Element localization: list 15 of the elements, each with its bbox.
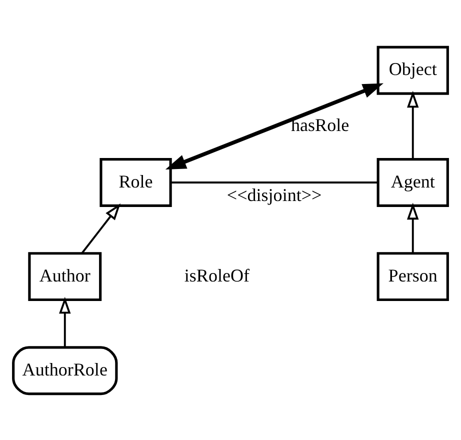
node-box: Author	[28, 252, 102, 301]
node-box: Object	[376, 45, 449, 94]
connector	[170, 181, 378, 183]
arrow	[407, 90, 419, 159]
node-box: Agent	[376, 158, 449, 206]
edge-label: <<disjoint>>	[226, 184, 322, 204]
node-box: Role	[100, 158, 172, 206]
label: isRoleOf	[184, 264, 250, 285]
node-box: AuthorRole	[12, 346, 118, 395]
arrow	[407, 202, 419, 253]
arrow	[165, 82, 384, 169]
arrow	[81, 202, 121, 254]
edge-label: hasRole	[291, 114, 350, 135]
node-box: Person	[376, 252, 449, 301]
arrow	[59, 296, 71, 347]
